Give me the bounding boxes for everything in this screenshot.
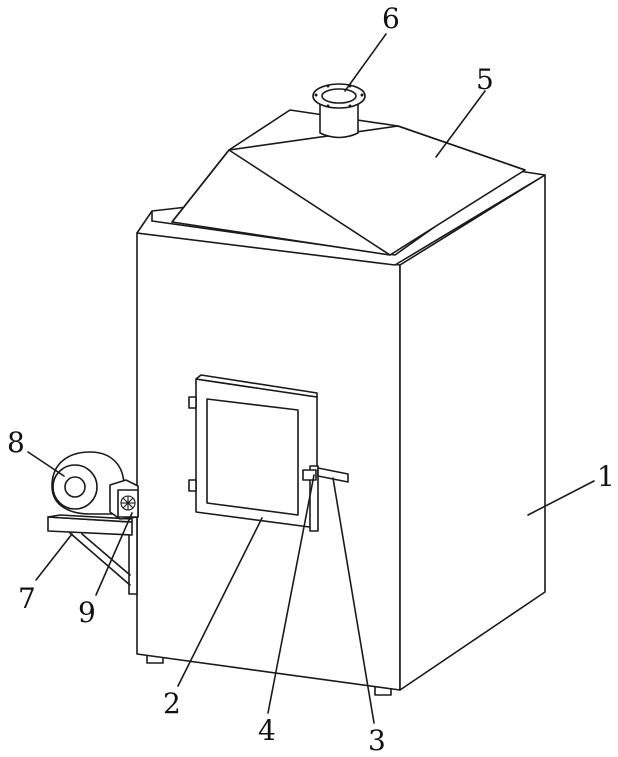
exhaust-flange [313, 84, 365, 138]
label-3: 3 [368, 724, 386, 757]
label-6: 6 [382, 2, 400, 35]
label-7: 7 [18, 582, 36, 615]
label-5: 5 [476, 63, 494, 96]
door [189, 375, 317, 528]
label-9: 9 [78, 596, 96, 629]
label-2: 2 [163, 687, 181, 720]
label-1: 1 [597, 460, 615, 493]
label-8: 8 [7, 426, 25, 459]
blower-fan [52, 452, 138, 519]
fan-platform [48, 515, 137, 594]
label-4: 4 [258, 714, 276, 747]
